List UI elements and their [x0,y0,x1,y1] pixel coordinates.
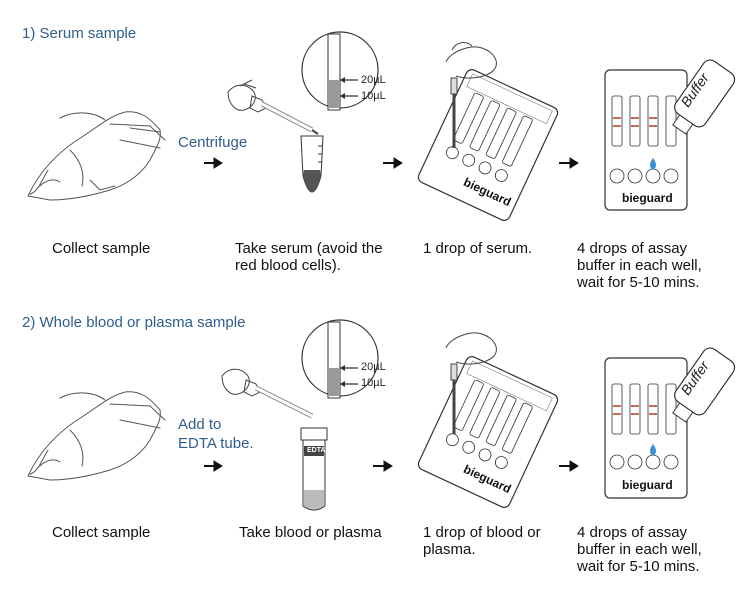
caption-2-1: Collect sample [52,524,151,541]
caption-1-2: Take serum (avoid the red blood cells). [235,240,383,274]
pipette-mark-20-2: 20µL [361,361,386,373]
add-edta-label-line1: Add to [178,416,222,433]
edta-tube-label: EDTA [307,447,326,454]
caption-1-3: 1 drop of serum. [423,240,533,257]
caption-2-3: 1 drop of blood or plasma. [423,524,541,558]
caption-1-1: Collect sample [52,240,151,257]
pipette-mark-10-1: 10µL [361,90,386,102]
caption-2-2: Take blood or plasma [239,524,382,541]
add-edta-label-line2: EDTA tube. [178,435,254,452]
pipette-mark-10-2: 10µL [361,377,386,389]
caption-2-4: 4 drops of assay buffer in each well, wa… [577,524,702,575]
caption-1-4: 4 drops of assay buffer in each well, wa… [577,240,702,291]
section2-title: 2) Whole blood or plasma sample [22,314,246,331]
centrifuge-label: Centrifuge [178,134,248,151]
section1-title: 1) Serum sample [22,25,137,42]
device-brand-4: bieguard [622,478,673,492]
pipette-mark-20-1: 20µL [361,74,386,86]
device-brand-2: bieguard [622,191,673,205]
